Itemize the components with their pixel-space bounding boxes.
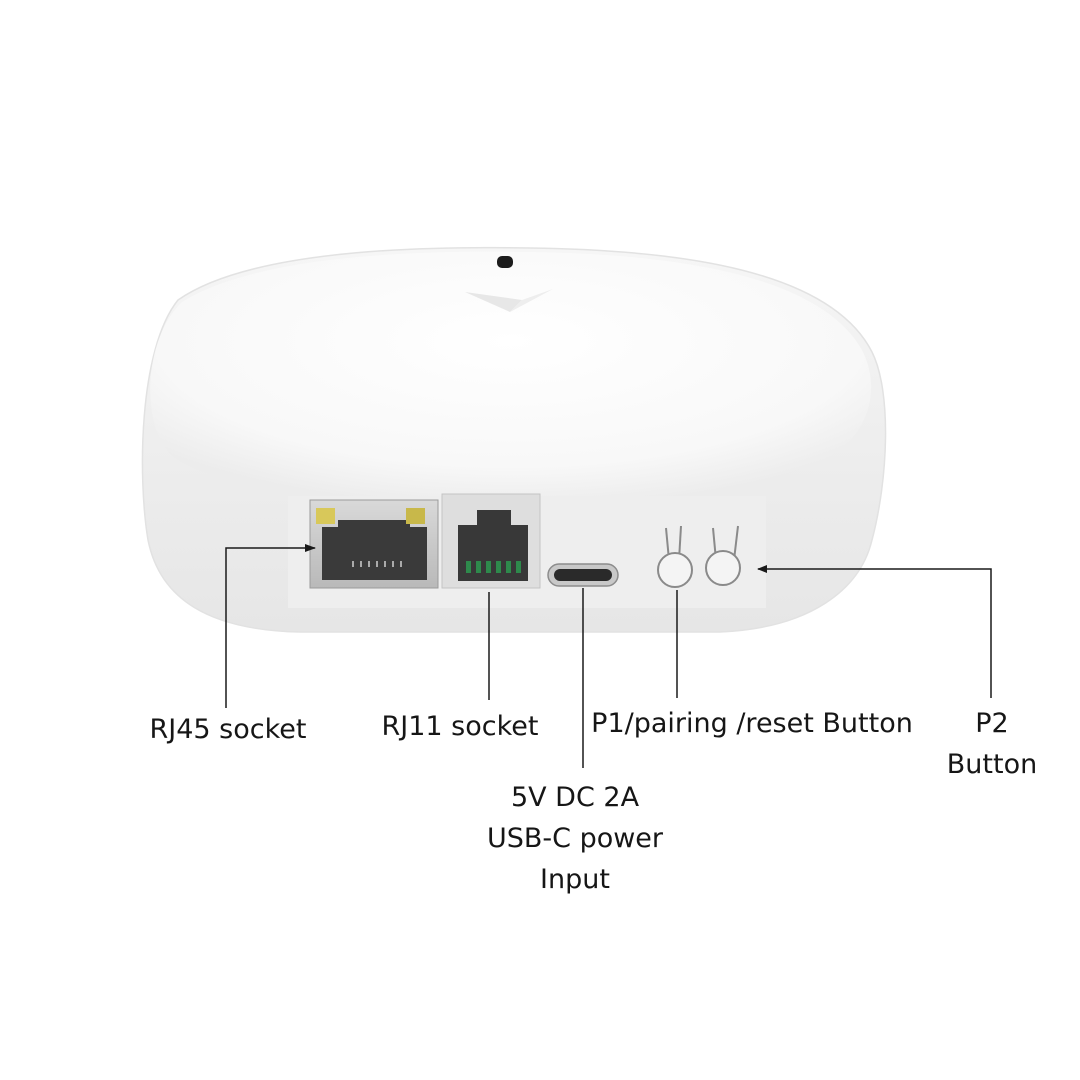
p1-button-icon	[657, 525, 693, 588]
usb-c-label-line-3: Input	[540, 864, 610, 895]
leader-lines	[225, 547, 992, 768]
p1-button-label: P1/pairing /reset Button	[578, 703, 926, 744]
rj45-socket-label: RJ45 socket	[138, 709, 318, 750]
leader-line-rj45	[225, 547, 315, 708]
leader-line-p2	[758, 568, 992, 698]
rj45-led-right	[406, 508, 425, 524]
rj11-socket-label-text: RJ11 socket	[381, 711, 539, 742]
usb-c-label-line-1: 5V DC 2A	[510, 782, 640, 813]
brand-logo-icon	[465, 289, 553, 312]
usb-c-label-line-2: USB-C power	[486, 823, 664, 854]
p2-button-label: P2 Button	[930, 703, 1054, 785]
usb-c-power-label: 5V DC 2A USB-C power Input	[460, 777, 690, 900]
rj45-led-left	[316, 508, 335, 524]
status-led-icon	[497, 256, 513, 268]
p1-button-label-text: P1/pairing /reset Button	[591, 708, 913, 739]
rj45-socket-label-text: RJ45 socket	[149, 714, 307, 745]
leader-arrowheads	[305, 544, 767, 573]
rj11-port-icon	[441, 493, 541, 589]
p2-label-line-1: P2	[975, 708, 1009, 739]
p2-label-line-2: Button	[946, 749, 1038, 780]
rj45-port-icon	[309, 499, 439, 589]
p2-button-icon	[705, 525, 741, 586]
usb-c-port-icon	[547, 563, 619, 587]
rj11-socket-label: RJ11 socket	[368, 706, 552, 747]
